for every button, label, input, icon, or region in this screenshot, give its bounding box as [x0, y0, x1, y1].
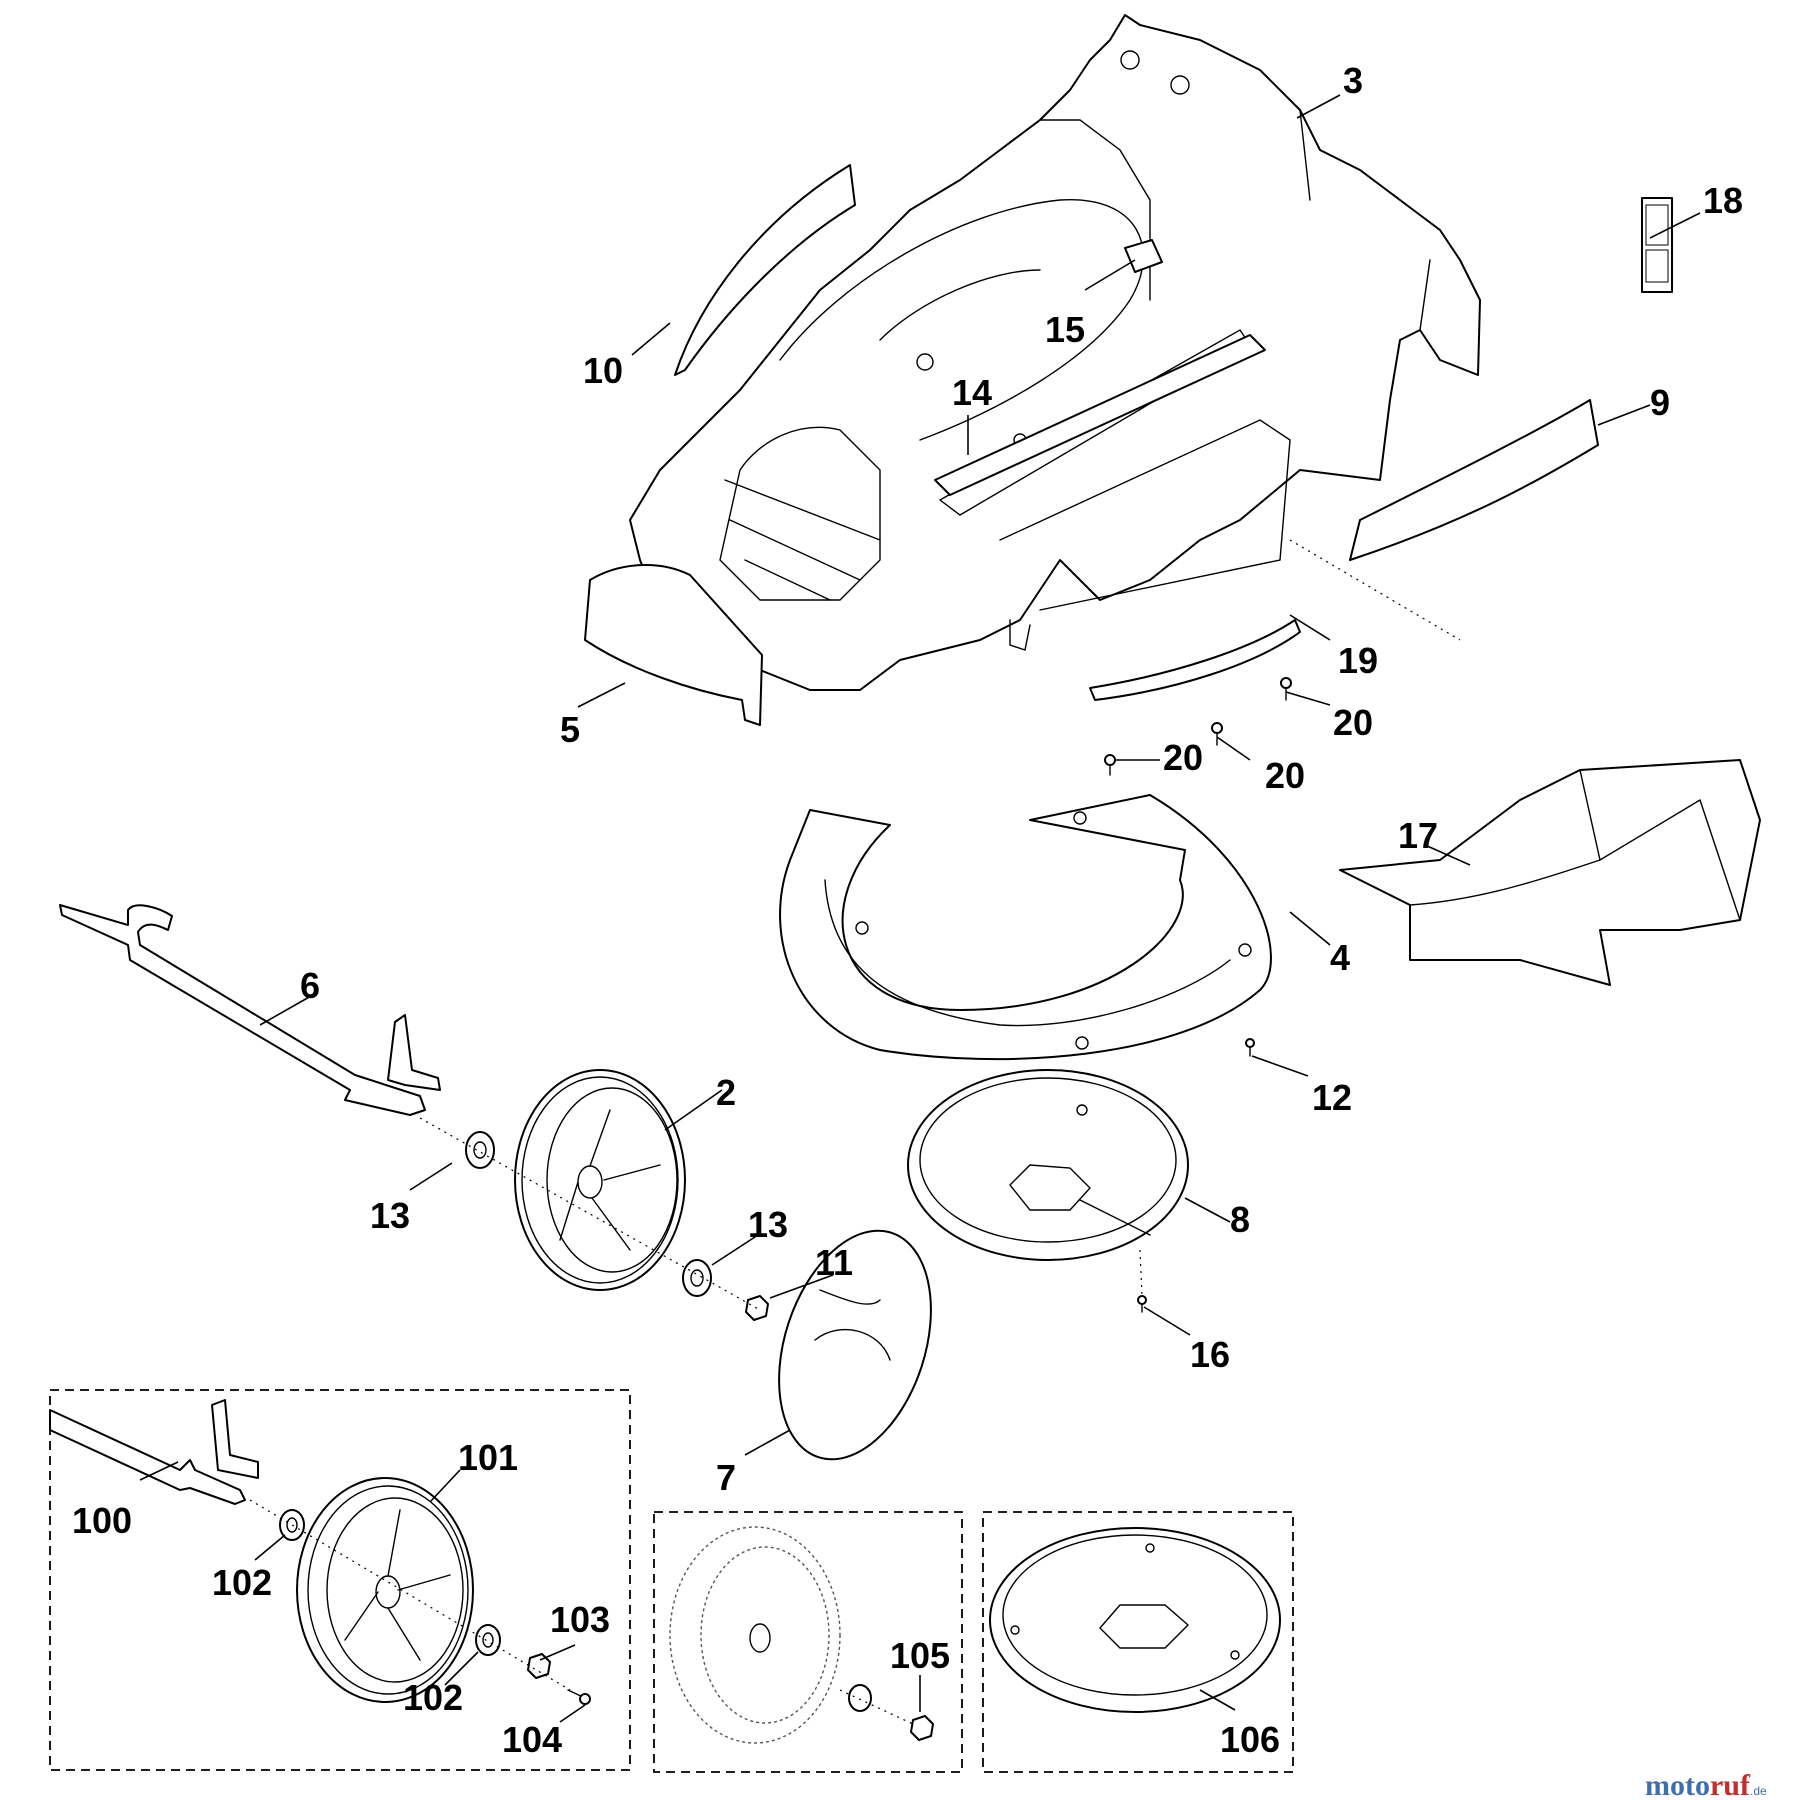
- callout-16: 16: [1190, 1334, 1230, 1375]
- callout-18: 18: [1703, 180, 1743, 221]
- callout-7: 7: [716, 1457, 736, 1498]
- callout-9: 9: [1650, 382, 1670, 423]
- callout-100: 100: [72, 1500, 132, 1541]
- part-13-bearing-b: [682, 1259, 712, 1297]
- callout-3: 3: [1343, 60, 1363, 101]
- callout-8: 8: [1230, 1199, 1250, 1240]
- callout-105: 105: [890, 1635, 950, 1676]
- part-13-bearing-a: [465, 1131, 495, 1169]
- callout-10: 10: [583, 350, 623, 391]
- part-105-nut-group: [848, 1684, 934, 1741]
- callout-6: 6: [300, 965, 320, 1006]
- part-18-label: [1641, 197, 1673, 293]
- callout-15: 15: [1045, 309, 1085, 350]
- callout-13-b: 13: [748, 1204, 788, 1245]
- part-16-screw: [1137, 1295, 1147, 1313]
- callout-13-a: 13: [370, 1195, 410, 1236]
- callout-101: 101: [458, 1437, 518, 1478]
- part-19-curved-bar: [1089, 619, 1301, 701]
- callout-20-a: 20: [1333, 702, 1373, 743]
- part-4-guard: [779, 794, 1272, 1061]
- part-6-axle: [59, 904, 441, 1116]
- axis-line-deck: [1289, 539, 1461, 641]
- callout-2: 2: [716, 1072, 736, 1113]
- part-105-nut: [910, 1715, 934, 1741]
- part-103-nut: [527, 1653, 551, 1679]
- alt-set-box-middle: [653, 1511, 963, 1773]
- part-102-bearing-a: [279, 1509, 305, 1541]
- leader-lines: [139, 94, 1701, 1723]
- part-8-blade-disc: [907, 1069, 1189, 1261]
- part-106-blade-disc: [989, 1527, 1281, 1713]
- part-20-screws: [1104, 677, 1292, 776]
- part-100-axle: [49, 1399, 259, 1505]
- part-102-bearing-b: [475, 1624, 501, 1656]
- callout-11: 11: [815, 1242, 853, 1283]
- callout-102-b: 102: [403, 1677, 463, 1718]
- part-101-wheel: [296, 1477, 474, 1703]
- part-5-front-flap: [584, 563, 763, 726]
- callout-102-a: 102: [212, 1562, 272, 1603]
- callout-14: 14: [952, 372, 992, 413]
- part-14-strip: [934, 334, 1266, 496]
- part-3-deck-housing: [629, 14, 1481, 691]
- callout-19: 19: [1338, 640, 1378, 681]
- callout-17: 17: [1398, 815, 1438, 856]
- part-10-trim-strip: [674, 164, 856, 376]
- callout-103: 103: [550, 1599, 610, 1640]
- watermark-logo: motoruf.de: [1645, 1769, 1767, 1800]
- part-17-chute: [1339, 759, 1761, 986]
- callout-20-b: 20: [1163, 737, 1203, 778]
- part-12-screw: [1245, 1038, 1255, 1057]
- part-7-hubcap: [778, 1229, 932, 1461]
- part-2-wheel: [514, 1069, 686, 1291]
- svg-text:motoruf.de: motoruf.de: [1645, 1769, 1767, 1800]
- callout-12: 12: [1312, 1077, 1352, 1118]
- alt-set-box-left: [49, 1389, 631, 1771]
- callout-4: 4: [1330, 937, 1350, 978]
- callout-20-c: 20: [1265, 755, 1305, 796]
- callouts: 3 18 15 10 14 9 5 19 20 20 20 17 4 6 12 …: [72, 60, 1743, 1760]
- axis-line-screw16: [1139, 1249, 1143, 1297]
- callout-106: 106: [1220, 1719, 1280, 1760]
- part-15-clip: [1124, 239, 1163, 273]
- alt-set-box-right: [982, 1511, 1294, 1773]
- ghost-wheel: [669, 1526, 841, 1744]
- callout-5: 5: [560, 709, 580, 750]
- callout-104: 104: [502, 1719, 562, 1760]
- part-104-screw: [567, 1689, 591, 1705]
